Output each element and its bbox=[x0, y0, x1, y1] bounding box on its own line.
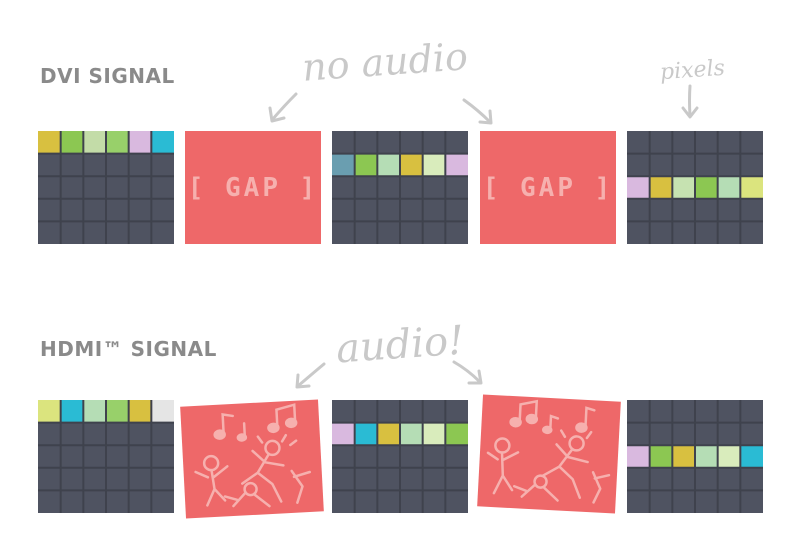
pixel bbox=[422, 153, 446, 177]
gap-label: [ GAP ] bbox=[482, 172, 614, 203]
pixel bbox=[151, 400, 174, 423]
no-audio-annotation: no audio bbox=[300, 34, 470, 90]
pixel bbox=[422, 422, 446, 446]
pixel bbox=[106, 400, 129, 423]
arrow-icon bbox=[462, 98, 493, 125]
pixel bbox=[445, 153, 468, 177]
pixel bbox=[128, 400, 152, 423]
pixel bbox=[128, 131, 152, 154]
pixel bbox=[717, 445, 741, 468]
pixel bbox=[38, 400, 61, 423]
dancing-figures-icon bbox=[194, 433, 312, 508]
dancing-figures-icon bbox=[486, 429, 611, 504]
pixel bbox=[332, 422, 355, 446]
pixel bbox=[717, 176, 741, 199]
pixel bbox=[83, 131, 106, 154]
pixel bbox=[445, 422, 468, 446]
pixel bbox=[740, 445, 763, 468]
pixel bbox=[354, 422, 378, 446]
pixel bbox=[151, 131, 174, 154]
hdmi-video-frame-1 bbox=[38, 400, 174, 513]
arrow-icon bbox=[295, 362, 326, 389]
dvi-video-frame-3 bbox=[627, 131, 763, 244]
audio-annotation: audio! bbox=[334, 317, 466, 373]
dvi-signal-label: DVI SIGNAL bbox=[40, 64, 175, 88]
pixel bbox=[60, 131, 84, 154]
music-notes-icon bbox=[509, 399, 596, 435]
pixel bbox=[106, 131, 129, 154]
pixel bbox=[60, 400, 84, 423]
pixel bbox=[672, 176, 695, 199]
pixel bbox=[649, 445, 673, 468]
hdmi-video-frame-2 bbox=[332, 400, 468, 513]
pixel bbox=[695, 176, 718, 199]
pixels-annotation: pixels bbox=[659, 55, 726, 86]
pixel bbox=[627, 176, 650, 199]
hdmi-signal-label: HDMI™ SIGNAL bbox=[40, 337, 217, 361]
hdmi-video-frame-3 bbox=[627, 400, 763, 513]
pixel bbox=[377, 422, 400, 446]
arrow-icon bbox=[268, 92, 298, 123]
music-notes-icon bbox=[213, 403, 298, 442]
pixel bbox=[332, 153, 355, 177]
pixel bbox=[695, 445, 718, 468]
arrow-icon bbox=[452, 360, 483, 385]
dvi-gap-2: [ GAP ] bbox=[480, 131, 616, 244]
pixel bbox=[83, 400, 106, 423]
arrow-icon bbox=[681, 84, 699, 119]
pixel bbox=[38, 131, 61, 154]
pixel bbox=[649, 176, 673, 199]
dvi-video-frame-1 bbox=[38, 131, 174, 244]
dvi-video-frame-2 bbox=[332, 131, 468, 244]
pixel bbox=[354, 153, 378, 177]
hdmi-audio-data-island-2 bbox=[477, 394, 621, 514]
pixel bbox=[377, 153, 400, 177]
pixel bbox=[672, 445, 695, 468]
pixel bbox=[400, 153, 423, 177]
dvi-gap-1: [ GAP ] bbox=[185, 131, 321, 244]
pixel bbox=[627, 445, 650, 468]
pixel bbox=[400, 422, 423, 446]
gap-label: [ GAP ] bbox=[187, 172, 319, 203]
hdmi-audio-data-island-1 bbox=[180, 399, 324, 519]
pixel bbox=[740, 176, 763, 199]
